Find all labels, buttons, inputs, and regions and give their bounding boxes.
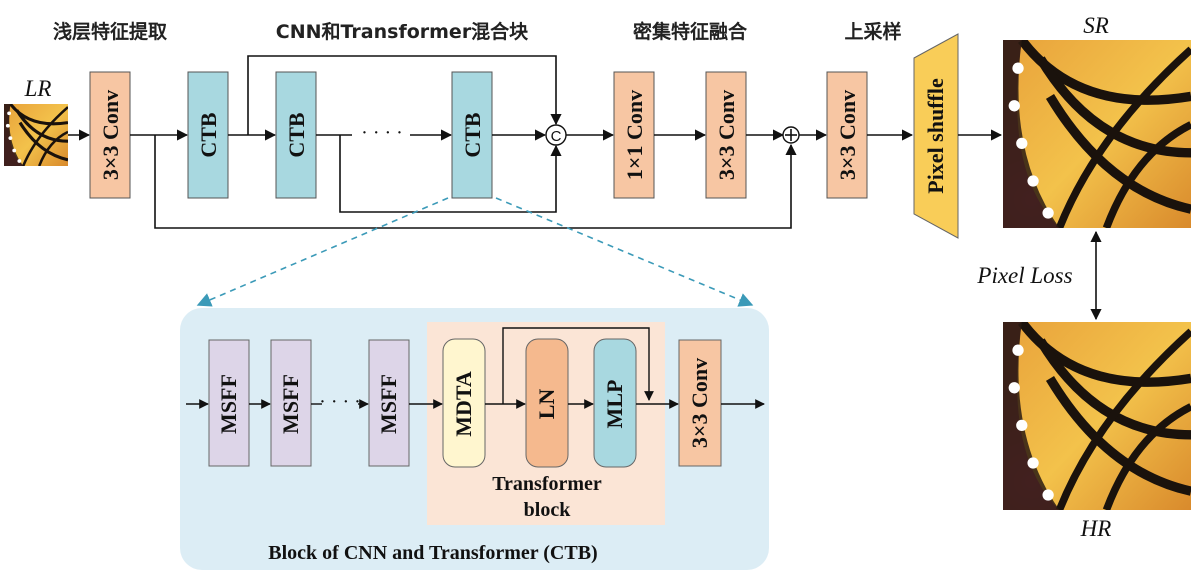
msff2-block: [270, 339, 312, 467]
msff2-label: MSFF: [278, 374, 303, 434]
pixel-loss-label: Pixel Loss: [976, 263, 1072, 288]
conv3-detail-block: [678, 339, 722, 467]
conv3-detail-label: 3×3 Conv: [687, 358, 712, 448]
pixel-shuffle-label: Pixel shuffle: [923, 78, 948, 194]
concat-icon: C: [545, 124, 567, 146]
msff1-label: MSFF: [216, 374, 241, 434]
lr-label: LR: [24, 76, 52, 101]
dots-detail: · · · ·: [319, 391, 361, 413]
conv3-dense-block: [705, 71, 747, 199]
conv3-first-label: 3×3 Conv: [98, 90, 123, 180]
ctb3-label: CTB: [460, 112, 485, 158]
header-shallow: 浅层特征提取: [53, 20, 167, 43]
pixel-shuffle-block: [913, 33, 959, 239]
hr-label: HR: [1080, 516, 1112, 541]
header-hybrid: CNN和Transformer混合块: [276, 20, 529, 43]
ctb3-block: [451, 71, 493, 199]
ctb-caption: Block of CNN and Transformer (CTB): [268, 542, 597, 564]
mdta-block: [442, 338, 486, 468]
conv1-label: 1×1 Conv: [622, 90, 647, 180]
ln-label: LN: [534, 389, 559, 420]
ctb1-block: [187, 71, 229, 199]
transformer-block-title-2: block: [524, 499, 572, 521]
dots-top: · · · ·: [361, 122, 403, 144]
msff3-label: MSFF: [376, 374, 401, 434]
msff1-block: [208, 339, 250, 467]
lr-image: [4, 104, 68, 166]
conv1-block: [613, 71, 655, 199]
header-upsample: 上采样: [844, 20, 901, 43]
hr-image: [1003, 322, 1191, 510]
sr-label: SR: [1083, 13, 1109, 38]
ctb2-label: CTB: [284, 112, 309, 158]
header-dense: 密集特征融合: [633, 20, 748, 43]
conv3-dense-label: 3×3 Conv: [714, 90, 739, 180]
svg-text:C: C: [551, 128, 562, 145]
mdta-label: MDTA: [451, 371, 476, 437]
msff3-block: [368, 339, 410, 467]
ctb2-block: [275, 71, 317, 199]
mlp-block: [593, 338, 637, 468]
add-icon: [782, 126, 800, 144]
sr-image: [1003, 40, 1191, 228]
ctb1-label: CTB: [196, 112, 221, 158]
transformer-block-title-1: Transformer: [492, 473, 602, 495]
ln-block: [525, 338, 569, 468]
mlp-label: MLP: [602, 380, 627, 429]
conv3-up-label: 3×3 Conv: [835, 90, 860, 180]
